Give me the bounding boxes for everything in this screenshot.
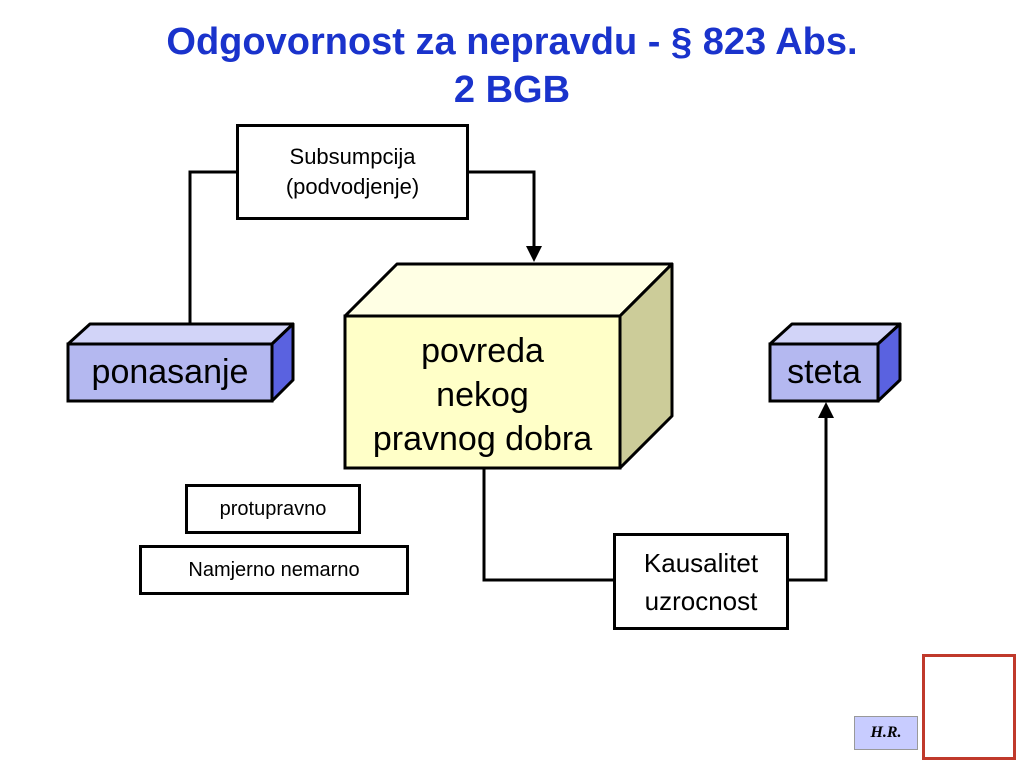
conduct-box: ponasanje — [68, 344, 272, 401]
subsumption-label-line-1: Subsumpcija — [289, 144, 416, 169]
unlawful-box: protupravno — [185, 484, 361, 534]
slide-title: Odgovornost za nepravdu - § 823 Abs. 2 B… — [60, 18, 964, 114]
violation-label-line-2: nekog — [436, 376, 529, 414]
causation-label-line-2: uzrocnost — [644, 585, 758, 616]
fault-label: Namjerno nemarno — [188, 559, 360, 581]
slide-title-line-2: 2 BGB — [453, 69, 571, 111]
violation-box: povreda nekog pravnog dobra — [345, 322, 620, 468]
slide-title-line-1: Odgovornost za nepravdu - § 823 Abs. — [166, 21, 858, 63]
causation-label-line-1: Kausalitet — [643, 547, 759, 578]
connector-causation-to-damage — [788, 416, 828, 582]
arrow-down-icon — [526, 246, 542, 262]
violation-label-line-1: povreda — [421, 332, 544, 370]
violation-label-line-3: pravnog dobra — [372, 420, 593, 458]
logo-frame — [922, 654, 1016, 760]
author-badge-label: H.R. — [870, 724, 902, 741]
causation-box: Kausalitet uzrocnost — [613, 533, 789, 630]
damage-box-shape — [768, 322, 902, 403]
violation-box-shape — [343, 262, 674, 470]
connector-subsumption-to-violation — [468, 170, 536, 248]
connector-conduct-to-subsumption — [188, 170, 237, 325]
conduct-box-shape — [66, 322, 295, 403]
arrow-up-icon — [818, 402, 834, 418]
unlawful-label: protupravno — [219, 498, 327, 520]
author-badge: H.R. — [854, 716, 918, 750]
subsumption-label-line-2: (podvodjenje) — [285, 174, 420, 199]
fault-box: Namjerno nemarno — [139, 545, 409, 595]
damage-label: steta — [787, 353, 861, 391]
connector-violation-to-causation — [482, 468, 614, 582]
subsumption-box: Subsumpcija (podvodjenje) — [236, 124, 469, 220]
conduct-label: ponasanje — [91, 353, 249, 391]
damage-box: steta — [770, 344, 878, 401]
